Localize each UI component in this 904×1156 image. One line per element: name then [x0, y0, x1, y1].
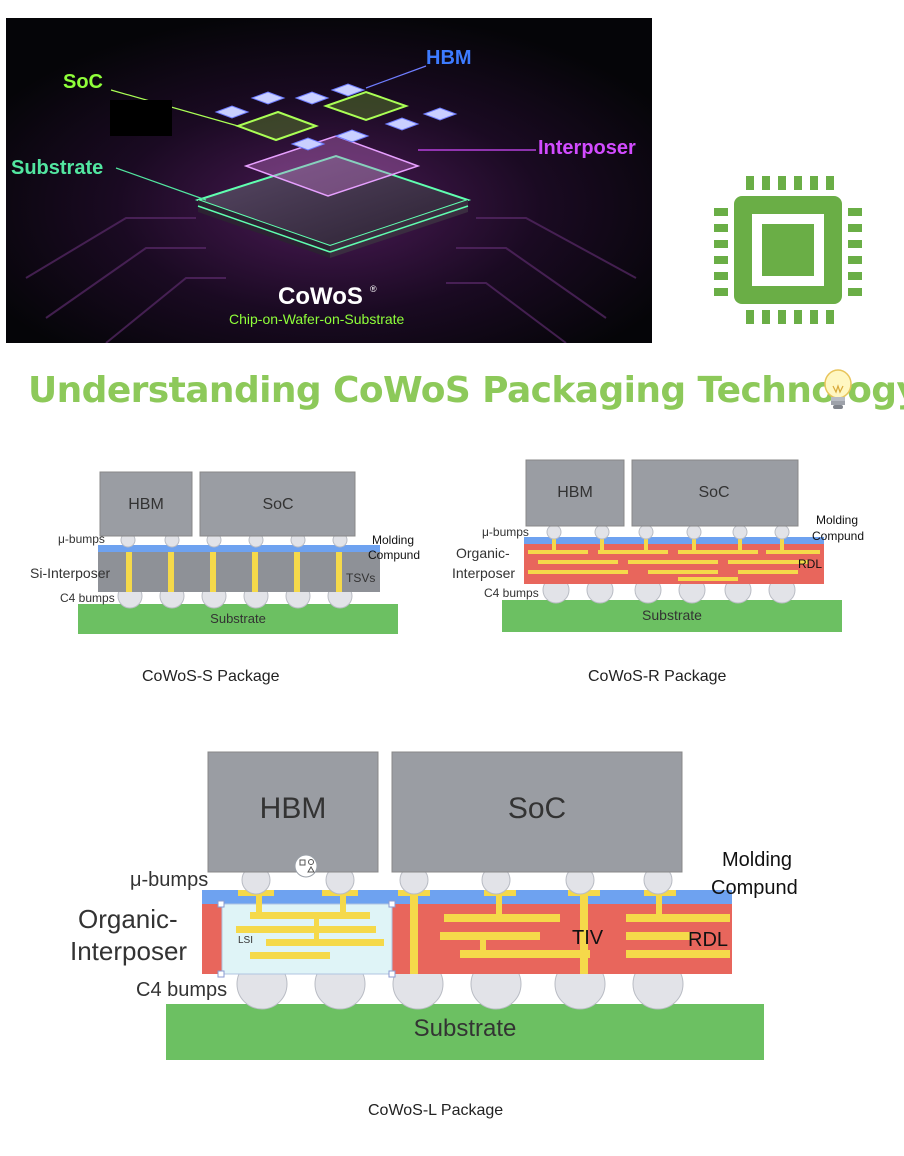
cowos-s-hbm-die — [99, 471, 193, 537]
cowos-s-soc-label: SoC — [262, 496, 293, 513]
cowos-s-molding-layer — [98, 545, 380, 552]
cowos-r-soc-die — [631, 459, 799, 527]
cowos-s-substrate — [78, 604, 398, 634]
hero-label-soc: SoC — [63, 71, 103, 93]
hero-soc-die-2 — [322, 90, 410, 122]
cowos-r-ubumps-label: μ-bumps — [482, 525, 529, 539]
cowos-r-soc-label: SoC — [698, 484, 729, 501]
cowos-l-molding-label-2: Compund — [711, 877, 798, 899]
cowos-r-substrate — [502, 600, 842, 632]
edit-handle-icon[interactable] — [294, 854, 318, 878]
cowos-l-interposer-label-2: Interposer — [70, 936, 187, 966]
cowos-hero-illustration: SoC HBM Interposer Substrate CoWoS ® Chi… — [6, 18, 652, 343]
cowos-r-substrate-label: Substrate — [642, 607, 702, 623]
cowos-r-molding-label-1: Molding — [816, 513, 858, 527]
cowos-l-molding-label-1: Molding — [722, 849, 792, 871]
cowos-l-caption: CoWoS-L Package — [368, 1102, 504, 1119]
cowos-s-molding-label-2: Compund — [368, 548, 420, 562]
cowos-s-caption: CoWoS-S Package — [142, 668, 280, 685]
cowos-l-lsi-handles — [217, 900, 396, 978]
hero-label-substrate: Substrate — [11, 157, 103, 179]
cowos-r-molding-label-2: Compund — [812, 529, 864, 543]
cowos-l-c4-label: C4 bumps — [136, 979, 227, 1001]
cowos-r-rdl-label: RDL — [798, 557, 822, 571]
hero-brand: CoWoS — [278, 283, 363, 310]
hero-label-hbm: HBM — [426, 47, 472, 69]
cowos-l-diagram: Substrate HBM SoC μ-bu — [70, 751, 798, 1060]
cowos-r-micro-bumps — [546, 524, 790, 540]
page-title: Understanding CoWoS Packaging Technology — [28, 370, 904, 411]
circuit-traces — [25, 217, 637, 343]
cowos-l-rdl-label: RDL — [688, 929, 728, 951]
hero-soc-die — [235, 110, 319, 142]
cowos-l-ubumps-label: μ-bumps — [130, 869, 208, 891]
cowos-r-c4-label: C4 bumps — [484, 586, 539, 600]
hero-subtitle: Chip-on-Wafer-on-Substrate — [229, 311, 405, 327]
cowos-r-rdl-lines — [528, 538, 820, 581]
cowos-l-substrate — [166, 1004, 764, 1060]
hero-substrate — [194, 154, 472, 258]
cowos-s-diagram: Substrate HBM SoC μ-bumps Molding Compun… — [30, 471, 420, 634]
cowos-l-lsi-label: LSI — [238, 935, 253, 946]
cowos-s-interposer-label: Si-Interposer — [30, 565, 110, 581]
cowos-l-substrate-label: Substrate — [414, 1015, 517, 1042]
cowos-l-soc-label: SoC — [508, 792, 566, 825]
cowos-s-ubumps-label: μ-bumps — [58, 532, 105, 546]
cpu-chip-icon — [714, 176, 862, 324]
cowos-r-hbm-die — [525, 459, 625, 527]
cowos-r-molding-layer — [524, 537, 824, 544]
cowos-l-soc-die — [391, 751, 683, 873]
cowos-r-hbm-label: HBM — [557, 484, 593, 501]
cowos-s-tsvs-label: TSVs — [346, 571, 375, 585]
cowos-l-hbm-label: HBM — [260, 792, 327, 825]
cowos-s-molding-label-1: Molding — [372, 533, 414, 547]
cowos-l-hbm-die — [207, 751, 379, 873]
cowos-r-interposer-label-2: Interposer — [452, 565, 515, 581]
cowos-s-hbm-label: HBM — [128, 496, 164, 513]
cowos-s-substrate-label: Substrate — [210, 611, 266, 626]
cowos-s-si-interposer — [98, 552, 380, 592]
cowos-s-soc-die — [199, 471, 356, 537]
lightbulb-icon — [824, 369, 852, 409]
cowos-l-interposer-label-1: Organic- — [78, 904, 178, 934]
hero-callout-lines — [110, 65, 536, 201]
cowos-r-interposer-label-1: Organic- — [456, 545, 510, 561]
hero-label-shadow — [110, 100, 172, 136]
cowos-s-tsvs — [126, 552, 342, 592]
hero-label-interposer: Interposer — [538, 137, 636, 159]
hero-hbm-stacks — [214, 83, 458, 151]
cowos-s-c4-label: C4 bumps — [60, 591, 115, 605]
cowos-l-micro-bumps — [241, 865, 673, 895]
cowos-l-tiv-label: TIV — [572, 927, 604, 949]
cowos-r-diagram: Substrate HBM SoC μ-bumps Molding Compun… — [452, 459, 864, 632]
cowos-r-caption: CoWoS-R Package — [588, 668, 727, 685]
hero-brand-mark: ® — [370, 284, 377, 294]
